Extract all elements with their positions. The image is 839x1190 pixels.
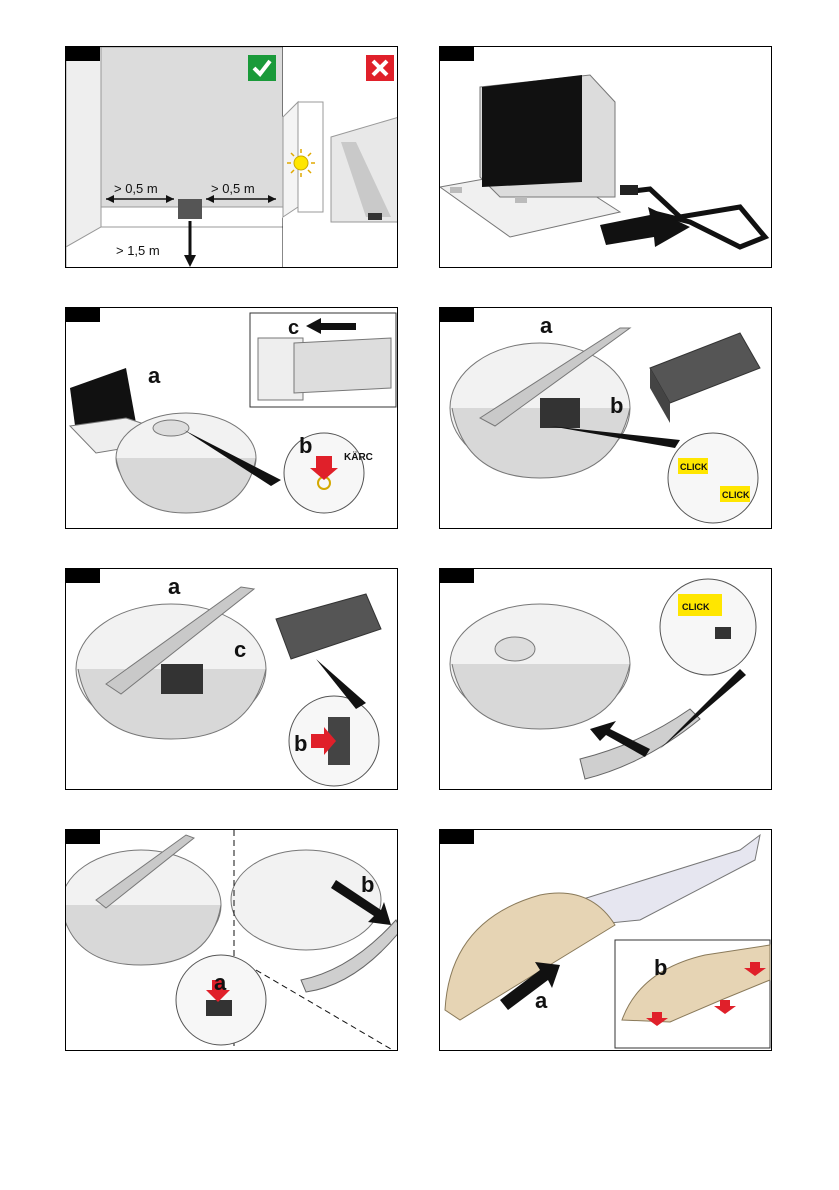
label-b: b — [299, 433, 312, 458]
label-a: a — [168, 574, 181, 599]
brand-text: KÄRC — [344, 450, 373, 463]
panel-dustbox-insert: CLICK CLICK a b — [439, 307, 772, 529]
panel-mop-module-remove: a b — [65, 829, 398, 1051]
step-tab — [66, 569, 100, 583]
panel-placement: > 0,5 m > 0,5 m > 1,5 m — [65, 46, 398, 268]
mop-module-remove-illustration: a b — [66, 830, 398, 1051]
dim-right: > 0,5 m — [211, 181, 255, 196]
panel-dustbox-remove: a c b — [65, 568, 398, 790]
panel-mop-pad-attach: a b — [439, 829, 772, 1051]
label-a: a — [540, 313, 553, 338]
dustbox-remove-illustration: a c b — [66, 569, 398, 790]
step-tab — [66, 830, 100, 844]
panel-station-power — [439, 46, 772, 268]
panel-docking: a b KÄRC c — [65, 307, 398, 529]
docking-illustration: a b KÄRC c — [66, 308, 398, 529]
label-b: b — [294, 731, 307, 756]
label-b: b — [361, 872, 374, 897]
step-tab — [440, 830, 474, 844]
label-c: c — [288, 317, 299, 339]
step-tab — [440, 308, 474, 322]
click-text-2: CLICK — [722, 490, 750, 500]
panel-mop-module-insert: CLICK — [439, 568, 772, 790]
step-tab — [440, 47, 474, 61]
label-b: b — [610, 393, 623, 418]
sun-icon — [294, 156, 308, 170]
step-tab — [440, 569, 474, 583]
dustbox-insert-illustration: CLICK CLICK a b — [440, 308, 772, 529]
station-illustration — [440, 47, 772, 268]
label-c: c — [234, 637, 246, 662]
check-icon — [248, 55, 276, 81]
dim-left: > 0,5 m — [114, 181, 158, 196]
dim-front: > 1,5 m — [116, 243, 160, 258]
power-plug-icon — [620, 185, 638, 195]
label-a: a — [148, 363, 161, 388]
placement-illustration: > 0,5 m > 0,5 m > 1,5 m — [66, 47, 398, 268]
click-text: CLICK — [682, 602, 710, 612]
cross-icon — [366, 55, 394, 81]
mop-module-insert-illustration: CLICK — [440, 569, 772, 790]
label-a: a — [535, 988, 548, 1013]
label-a: a — [214, 970, 227, 995]
label-b: b — [654, 955, 667, 980]
mop-pad-illustration: a b — [440, 830, 772, 1051]
step-tab — [66, 47, 100, 61]
step-tab — [66, 308, 100, 322]
click-text-1: CLICK — [680, 462, 708, 472]
